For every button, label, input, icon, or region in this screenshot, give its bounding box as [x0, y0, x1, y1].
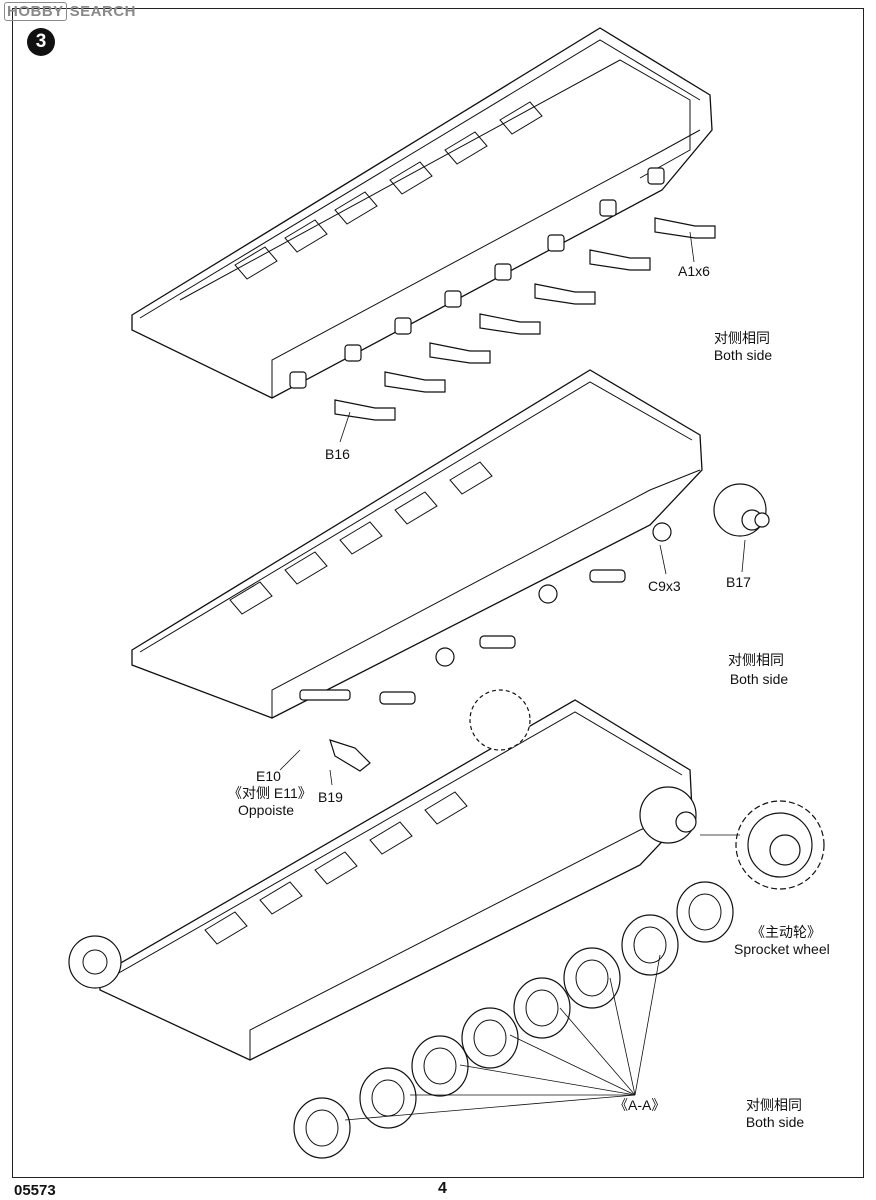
label-b16: B16	[325, 446, 350, 462]
label-a1x6: A1x6	[678, 263, 710, 279]
page-frame	[12, 8, 864, 1178]
page-number: 4	[438, 1180, 447, 1197]
label-c9x3: C9x3	[648, 578, 681, 594]
watermark-text: SEARCH	[69, 3, 137, 20]
watermark-brand: HOBBY	[4, 2, 67, 21]
step-number-badge: 3	[27, 28, 55, 56]
label-road-wheel-ref: 《A-A》	[614, 1097, 666, 1113]
label-both-side-cn-1: 对侧相同	[714, 330, 770, 346]
label-sprocket-cn: 《主动轮》	[751, 924, 821, 940]
hull-top-drawing	[131, 27, 716, 443]
document-number: 05573	[14, 1182, 56, 1199]
label-sprocket-en: Sprocket wheel	[734, 941, 830, 957]
label-both-side-cn-2: 对侧相同	[728, 652, 784, 668]
label-b17: B17	[726, 574, 751, 590]
label-both-side-en-2: Both side	[729, 671, 789, 687]
hull-middle-drawing	[131, 369, 770, 786]
label-opposite-en: Oppoiste	[238, 802, 295, 818]
label-opposite-cn: 《对侧 E11》	[228, 785, 312, 801]
label-both-side-en-1: Both side	[713, 347, 773, 363]
label-e10: E10	[256, 768, 281, 784]
hull-bottom-drawing	[68, 689, 825, 1159]
label-both-side-cn-3: 对侧相同	[746, 1097, 802, 1113]
label-b19: B19	[318, 789, 343, 805]
label-both-side-en-3: Both side	[745, 1114, 805, 1130]
